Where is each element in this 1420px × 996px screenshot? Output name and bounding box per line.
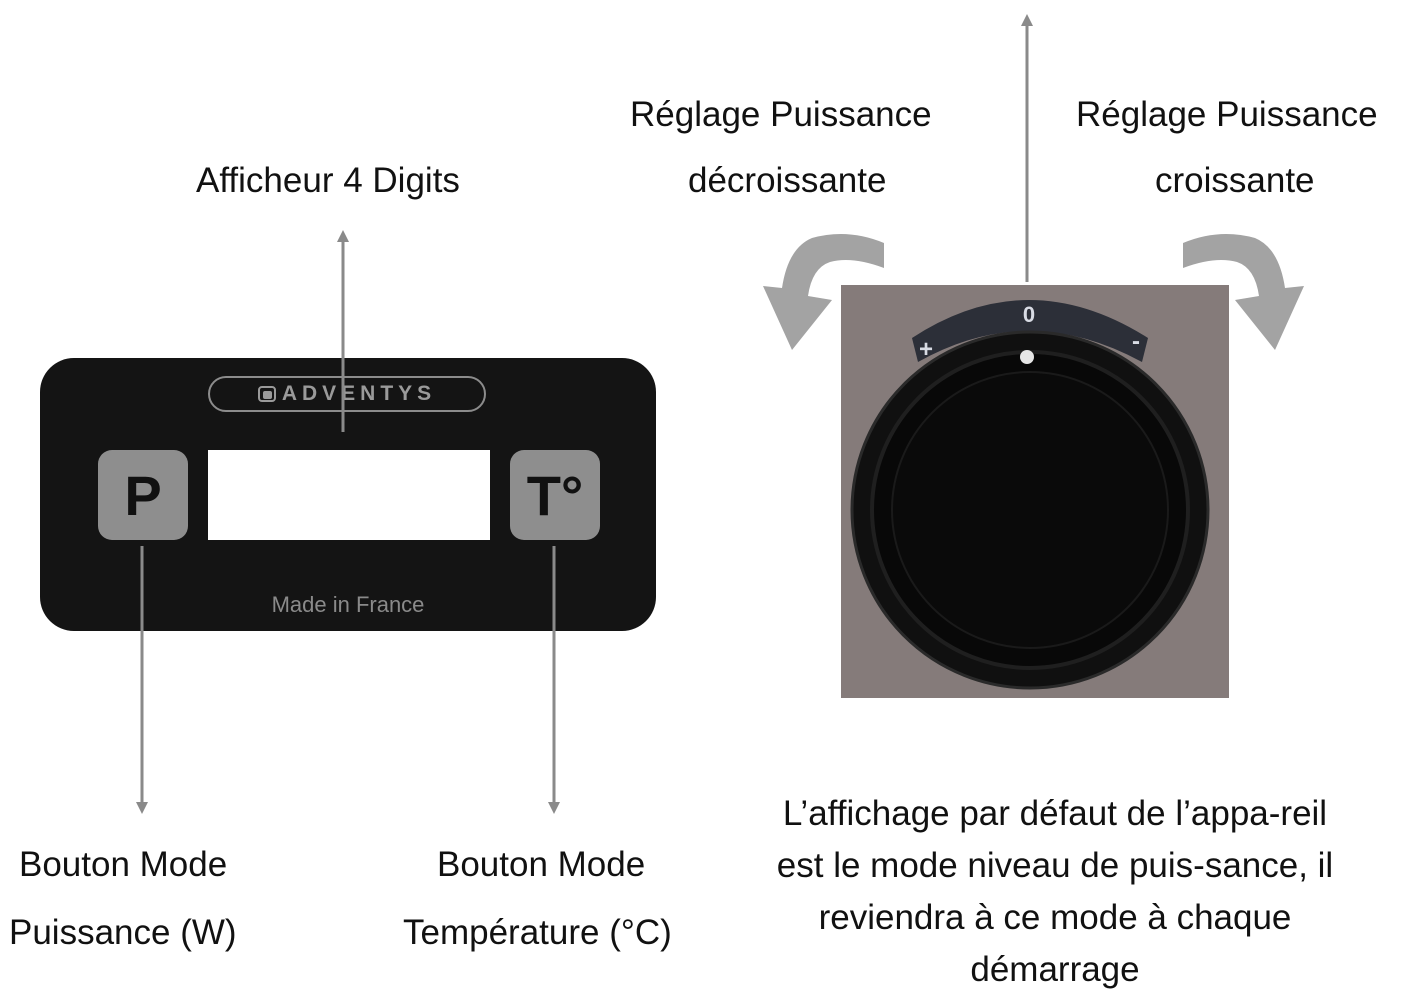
power-increase-label-line1: Réglage Puissance <box>1076 95 1378 134</box>
power-button-label-line1: Bouton Mode <box>19 845 228 884</box>
brand-mark-icon <box>257 386 276 402</box>
default-mode-note: L’affichage par défaut de l’appa-reil es… <box>776 794 1334 989</box>
temperature-mode-button[interactable]: T° <box>510 450 600 540</box>
rotate-decrease-arrow-icon <box>763 234 884 350</box>
power-knob[interactable]: 0 + - <box>850 300 1210 690</box>
power-decrease-label-line1: Réglage Puissance <box>630 95 932 134</box>
display-label: Afficheur 4 Digits <box>196 161 460 200</box>
temp-button-label-line1: Bouton Mode <box>437 845 646 884</box>
knob-face <box>891 371 1169 649</box>
power-decrease-label-line2: décroissante <box>688 161 887 200</box>
brand-logo: ADVENTYS <box>208 376 486 412</box>
knob-zero-mark: 0 <box>1023 302 1035 327</box>
brand-name: ADVENTYS <box>281 382 437 405</box>
power-increase-label-line2: croissante <box>1155 161 1315 200</box>
knob-plus-mark: + <box>919 336 933 363</box>
power-mode-button[interactable]: P <box>98 450 188 540</box>
power-button-label-line2: Puissance (W) <box>9 913 237 952</box>
rotate-increase-arrow-icon <box>1183 234 1304 350</box>
made-in-label: Made in France <box>271 592 425 617</box>
digit-display <box>208 450 490 540</box>
knob-minus-mark: - <box>1132 328 1140 355</box>
knob-indicator-dot <box>1020 350 1034 364</box>
temp-button-label-line2: Température (°C) <box>403 913 672 952</box>
